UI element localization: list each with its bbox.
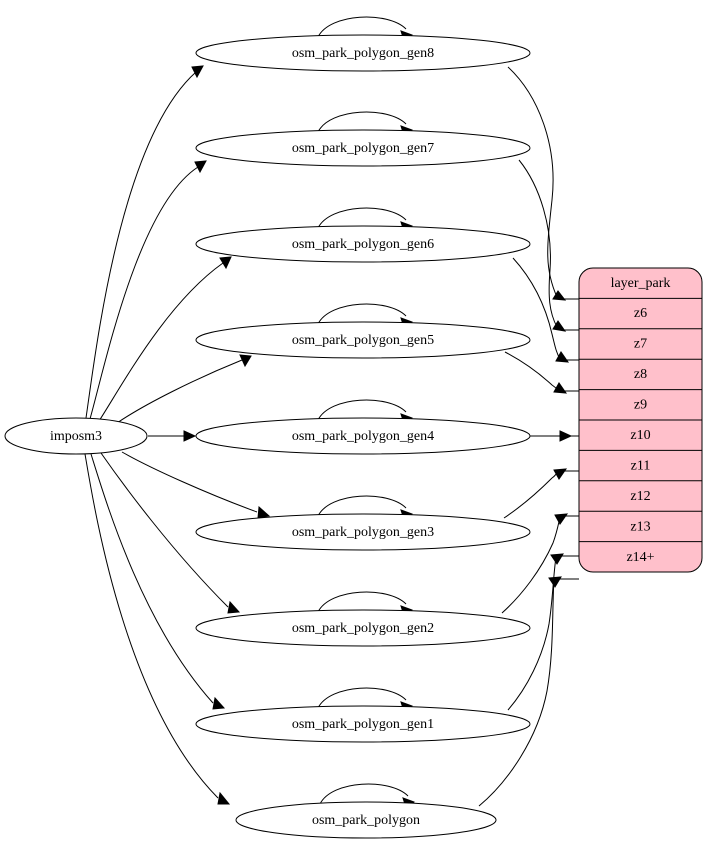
table-row-z14-plus[interactable]: z14+ [626, 550, 654, 565]
self-loop-gen6 [317, 207, 407, 229]
self-loop-gen4 [317, 399, 407, 421]
node-osm-park-polygon[interactable]: osm_park_polygon [235, 801, 497, 839]
node-gen5-shape [195, 321, 531, 359]
node-gen4-shape [195, 417, 531, 455]
node-imposm3-shape [4, 417, 148, 455]
edge-arrow-polygon [217, 791, 231, 805]
self-loop-gen8 [317, 16, 407, 38]
node-osm-park-polygon-gen7[interactable]: osm_park_polygon_gen7 [195, 129, 531, 167]
table-header-label: layer_park [611, 276, 671, 291]
edge-gen7-to-z7 [518, 159, 558, 328]
edges-nodes-to-table [478, 66, 579, 807]
edge-imposm3-to-gen1 [90, 453, 214, 704]
edge-arrow-gen5 [239, 354, 252, 368]
edge-arrow-z10 [559, 430, 573, 442]
node-osm-park-polygon-gen6[interactable]: osm_park_polygon_gen6 [195, 225, 531, 263]
node-gen7-label: osm_park_polygon_gen7 [292, 141, 434, 156]
edge-arrow-z7 [552, 320, 567, 332]
node-gen5-label: osm_park_polygon_gen5 [292, 333, 434, 348]
table-row-z8[interactable]: z8 [634, 367, 647, 382]
edge-imposm3-to-gen7 [89, 166, 199, 420]
node-gen6-label: osm_park_polygon_gen6 [292, 237, 434, 252]
node-gen8-shape [195, 34, 531, 72]
edge-gen1-to-z13 [507, 556, 557, 711]
edge-imposm3-to-gen5 [116, 359, 243, 424]
node-gen7-shape [195, 129, 531, 167]
node-imposm3[interactable]: imposm3 [4, 417, 148, 455]
self-loop-gen3 [317, 495, 407, 517]
node-osm-park-polygon-gen2[interactable]: osm_park_polygon_gen2 [195, 609, 531, 647]
self-loop-gen2 [317, 591, 407, 613]
node-gen3-shape [195, 513, 531, 551]
edge-gen8-to-z6 [507, 66, 558, 298]
node-gen2-shape [195, 609, 531, 647]
node-gen1-shape [195, 705, 531, 743]
node-gen2-label: osm_park_polygon_gen2 [292, 621, 434, 636]
edge-arrow-gen7 [194, 160, 207, 174]
edge-gen5-to-z9 [504, 351, 559, 391]
edge-imposm3-to-gen2 [100, 452, 229, 608]
table-row-z9[interactable]: z9 [634, 398, 647, 413]
node-osm-park-polygon-gen1[interactable]: osm_park_polygon_gen1 [195, 705, 531, 743]
node-osm-park-polygon-gen8[interactable]: osm_park_polygon_gen8 [195, 34, 531, 72]
edge-gen2-to-z12 [501, 516, 561, 614]
graph-nodes: imposm3 osm_park_polygon_gen8 osm_park_p… [4, 34, 531, 839]
edge-gen6-to-z8 [512, 257, 561, 360]
self-loop-gen7 [317, 111, 407, 133]
table-row-z13[interactable]: z13 [630, 520, 650, 535]
layer-park-table[interactable]: layer_park z6 z7 z8 z9 z10 z11 z12 z13 z… [578, 267, 703, 573]
node-gen3-label: osm_park_polygon_gen3 [292, 525, 434, 540]
node-gen8-label: osm_park_polygon_gen8 [292, 46, 434, 61]
table-row-z12[interactable]: z12 [630, 489, 650, 504]
table-row-z6[interactable]: z6 [634, 306, 647, 321]
edge-arrow-gen2 [227, 600, 241, 614]
edge-polygon-to-z14 [478, 579, 555, 807]
node-gen4-label: osm_park_polygon_gen4 [292, 429, 434, 444]
table-row-z7[interactable]: z7 [634, 337, 647, 352]
self-loop-polygon [319, 783, 409, 805]
edge-imposm3-to-gen6 [98, 262, 224, 422]
edge-arrow-z6 [552, 290, 567, 301]
node-polygon-label: osm_park_polygon [312, 813, 420, 828]
node-osm-park-polygon-gen3[interactable]: osm_park_polygon_gen3 [195, 513, 531, 551]
table-row-z11[interactable]: z11 [631, 459, 651, 474]
node-imposm3-label: imposm3 [50, 429, 102, 444]
edge-arrow-z13 [550, 553, 564, 565]
edge-imposm3-to-gen8 [85, 71, 197, 419]
node-gen6-shape [195, 225, 531, 263]
node-osm-park-polygon-gen5[interactable]: osm_park_polygon_gen5 [195, 321, 531, 359]
node-osm-park-polygon-gen4[interactable]: osm_park_polygon_gen4 [195, 417, 531, 455]
self-loop-gen1 [317, 687, 407, 709]
edge-gen3-to-z11 [503, 471, 559, 519]
edge-arrow-gen3 [257, 505, 271, 519]
node-gen1-label: osm_park_polygon_gen1 [292, 717, 434, 732]
edge-arrow-gen6 [219, 256, 232, 270]
self-loop-gen5 [317, 303, 407, 325]
edge-arrow-gen8 [191, 65, 204, 79]
edge-imposm3-to-gen3 [121, 451, 258, 513]
edges-source-to-nodes [84, 65, 271, 805]
edge-arrow-gen4 [183, 430, 197, 442]
edge-arrow-gen1 [212, 696, 226, 710]
node-polygon-shape [235, 801, 497, 839]
table-row-z10[interactable]: z10 [630, 428, 650, 443]
edge-imposm3-to-polygon [84, 453, 219, 799]
edge-arrow-z14 [548, 576, 562, 588]
